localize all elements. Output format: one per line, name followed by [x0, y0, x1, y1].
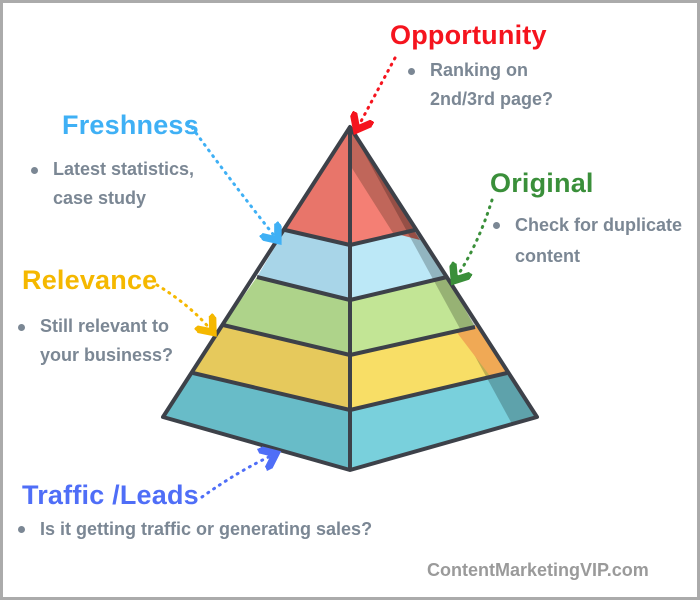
original-title: Original	[490, 168, 594, 198]
original-arrow	[456, 198, 494, 278]
layer-traffic-left	[163, 373, 350, 470]
relevance-bullets: Still relevant to your business?	[16, 312, 196, 370]
relevance-arrow	[155, 283, 211, 330]
freshness-bullets: Latest statistics, case study	[29, 155, 229, 213]
layer-opportunity-left	[285, 127, 350, 245]
traffic-bullet: Is it getting traffic or generating sale…	[16, 514, 376, 544]
opportunity-title: Opportunity	[390, 20, 547, 50]
traffic-arrow	[200, 455, 273, 499]
traffic-title: Traffic /Leads	[22, 480, 199, 510]
relevance-bullet: Still relevant to your business?	[16, 312, 196, 370]
footer-credit: ContentMarketingVIP.com	[427, 560, 649, 580]
opportunity-arrow	[358, 56, 397, 127]
opportunity-bullets: Ranking on 2nd/3rd page?	[406, 56, 586, 114]
original-bullet: Check for duplicate content	[491, 210, 691, 272]
freshness-bullet: Latest statistics, case study	[29, 155, 229, 213]
layer-original-left	[223, 277, 350, 355]
freshness-title: Freshness	[62, 110, 199, 140]
layer-original-right	[350, 277, 475, 355]
opportunity-bullet: Ranking on 2nd/3rd page?	[406, 56, 586, 114]
relevance-title: Relevance	[22, 265, 158, 295]
traffic-bullets: Is it getting traffic or generating sale…	[16, 514, 376, 544]
layer-traffic-right	[350, 373, 537, 470]
pyramid-outline	[161, 125, 539, 472]
freshness-arrow	[186, 120, 276, 238]
original-bullets: Check for duplicate content	[491, 210, 691, 272]
